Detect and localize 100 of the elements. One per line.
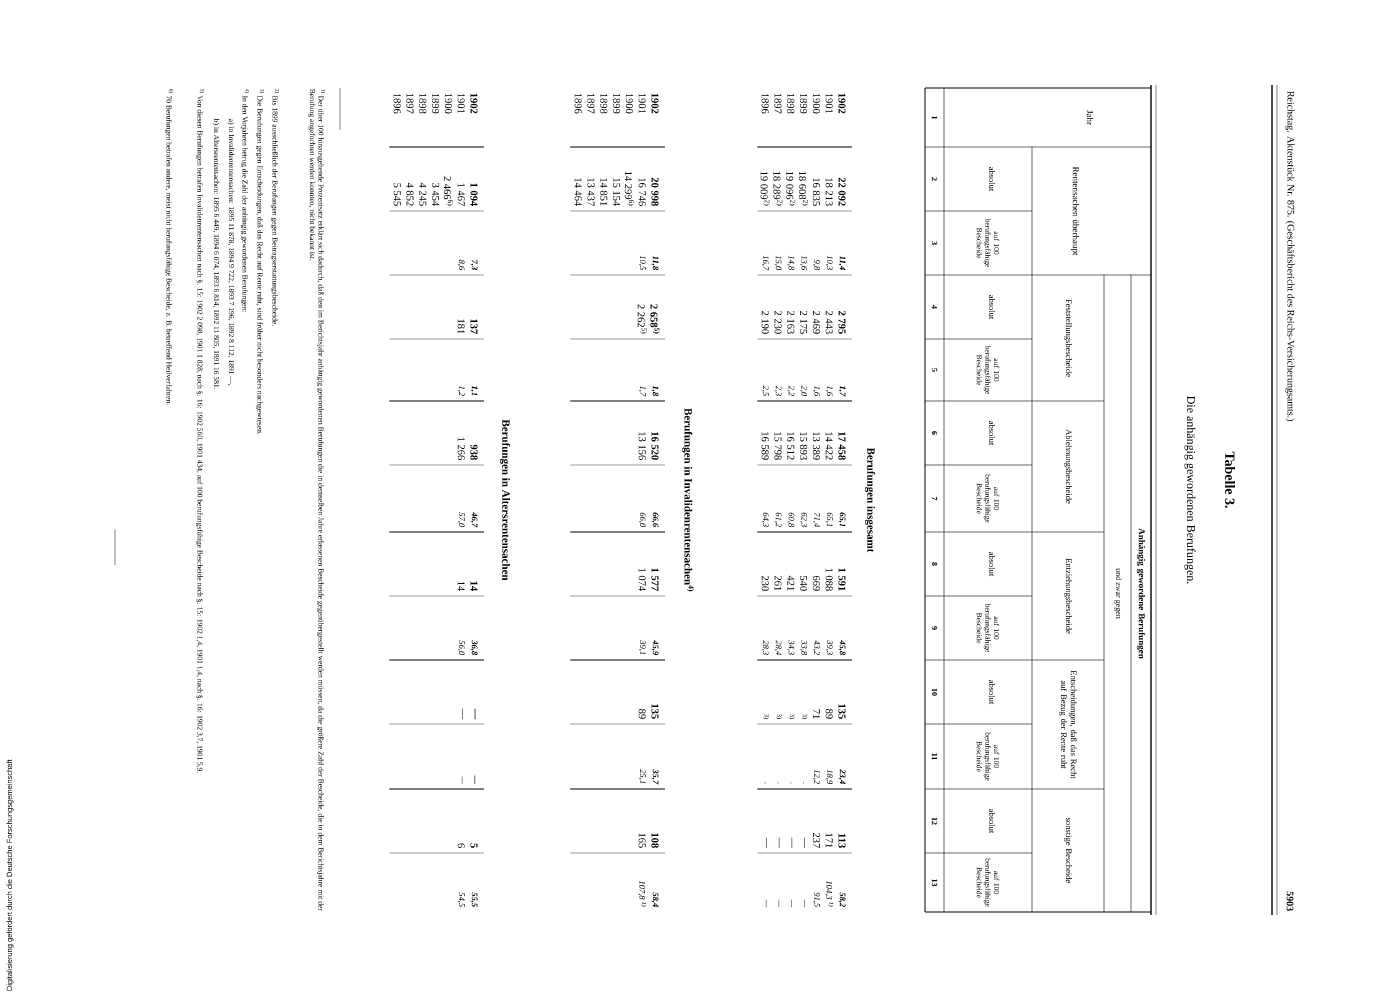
section-heading: Berufungen in Invalidenrentensachen$^{4)}$ (682, 408, 694, 592)
column-number: 4 (931, 305, 938, 309)
data-value: 9,8 (812, 259, 820, 271)
data-value: 1,1 (470, 385, 478, 396)
column-number: 10 (931, 688, 938, 696)
year-label: 1898 (787, 93, 795, 114)
data-value: 5 545 (393, 183, 401, 206)
year-label: 1897 (774, 93, 782, 114)
data-value: 18 608$^{2)}$ (799, 171, 809, 206)
data-value: — (804, 899, 805, 908)
section-heading: Berufungen in Altersrentensachen (499, 419, 511, 581)
year-label: 1900 (444, 93, 452, 114)
data-value: 1,6 (825, 385, 833, 397)
data-value: 1,6 (812, 385, 820, 397)
data-value: 16,7 (761, 255, 769, 271)
year-label: 1902 (470, 93, 478, 114)
data-value: 2,2 (787, 385, 795, 396)
data-value: — (791, 837, 793, 849)
data-value: . (790, 782, 792, 784)
data-value: 19 096$^{2)}$ (786, 171, 796, 206)
data-value: 45,9 (651, 640, 659, 656)
data-value: 58,2 (838, 892, 846, 907)
data-value: 39,3 (825, 640, 833, 655)
data-value: 58,4 (651, 892, 659, 907)
data-value: 22 092 (838, 177, 846, 206)
data-value: 2 795 (838, 311, 846, 334)
data-value: . (764, 782, 766, 784)
data-value: 34,3 (787, 640, 795, 655)
data-value: 2 443 (825, 311, 833, 334)
column-number: 8 (931, 562, 938, 566)
year-label: 1898 (600, 93, 608, 114)
data-value: 669 (812, 575, 820, 591)
year-label: 1900 (812, 93, 820, 114)
data-value: 1 088 (825, 568, 833, 591)
data-value: 2,3 (774, 385, 782, 396)
data-value: 1 266 (457, 437, 465, 460)
data-value: 2 190 (761, 311, 769, 334)
data-value: 15 893 (800, 432, 808, 460)
data-value: 14 299$^{6)}$ (624, 171, 634, 206)
year-label: 1899 (432, 93, 440, 114)
data-value: 14 851 (600, 178, 608, 206)
data-value: 71,4 (812, 512, 820, 527)
column-heading: absolut (989, 552, 995, 577)
data-value: 16 520 (651, 432, 659, 460)
column-heading: Ablehnungsbescheide (1064, 429, 1072, 504)
data-value: . (803, 782, 805, 784)
column-heading: Entziehungsbescheide (1064, 558, 1072, 634)
data-value: 14 422 (825, 432, 833, 460)
column-heading: Rentensachen überhaupt (1070, 166, 1080, 256)
data-value: — (474, 708, 476, 720)
data-value: 1 467 (457, 183, 465, 206)
data-value: . (777, 782, 779, 784)
data-value: 43,2 (812, 640, 820, 655)
data-value: 16 835 (812, 178, 820, 206)
data-value: 45,8 (838, 640, 846, 656)
data-value: 11,4 (838, 256, 846, 270)
data-value: 55,5 (470, 892, 478, 907)
data-value: 5 (470, 843, 478, 848)
data-value: 1,7 (638, 385, 646, 397)
data-value: 13 156 (638, 432, 646, 460)
data-value: 10,3 (825, 255, 833, 270)
table-title: Tabelle 3. (1225, 451, 1235, 508)
data-value: 171 (825, 833, 833, 848)
data-value: 1 591 (838, 568, 846, 591)
year-label: 1899 (800, 93, 808, 114)
year-label: 1896 (574, 93, 582, 114)
data-value: 12,2 (812, 769, 820, 784)
column-heading: absolut (989, 809, 995, 834)
data-value: 1,2 (457, 385, 465, 396)
data-value: — (461, 776, 463, 785)
data-value: 18,9 (825, 769, 833, 785)
data-value: — (765, 899, 767, 908)
data-value: 17 458 (838, 432, 846, 460)
section-heading: Berufungen insgesamt (864, 447, 876, 553)
data-value: 35,7 (651, 769, 659, 785)
page-header: Reichstag. Aktenstück Nr. 875. (Geschäftsbericht des Reichs-Versicherungsamts.) (1285, 91, 1295, 422)
data-value: 6 (457, 843, 465, 848)
data-value: 14 (470, 581, 478, 591)
column-number: 6 (931, 431, 938, 435)
data-value: 64,3 (761, 512, 769, 527)
data-value: 19 009$^{2)}$ (760, 171, 770, 206)
year-label: 1896 (393, 93, 401, 114)
data-value: 8,6 (457, 259, 465, 271)
data-value: 165 (638, 833, 646, 848)
column-heading: absolut (989, 295, 995, 320)
data-value: 261 (774, 575, 782, 591)
data-value: 938 (470, 444, 478, 460)
data-value: 135 (838, 704, 846, 719)
year-label: 1902 (651, 93, 659, 114)
column-number: 9 (931, 626, 938, 630)
data-value: 107,8 $^{1)}$ (638, 880, 647, 907)
data-value: 2 469 (812, 311, 820, 334)
data-value: — (778, 899, 780, 908)
column-number: 3 (931, 241, 938, 245)
column-heading: Feststellungsbescheide (1064, 299, 1072, 377)
column-heading: Entscheidungen, daß das Recht auf Bezug der Rente ruht (1059, 670, 1077, 779)
year-label: 1899 (613, 93, 621, 114)
data-value: 11,8 (651, 256, 659, 271)
year-label: 1896 (761, 93, 769, 114)
column-heading: und zwar gegen (1114, 568, 1122, 619)
